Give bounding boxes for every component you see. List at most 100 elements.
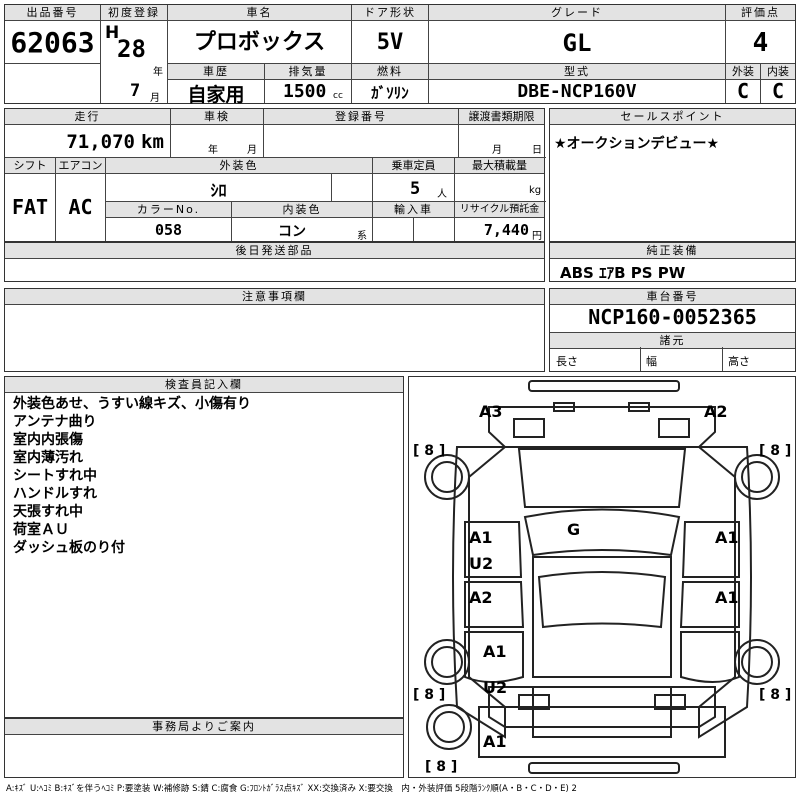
- inspector-note: ダッシュ板のり付: [13, 540, 125, 556]
- capacity: 5: [410, 179, 421, 199]
- color-number: 058: [154, 221, 183, 239]
- door-label: ドア形状: [352, 5, 428, 21]
- history-label: 車歴: [168, 63, 264, 80]
- interior-label: 内装: [761, 63, 795, 80]
- reg-no-label: 登録番号: [264, 109, 458, 125]
- tire-depth: [ 8 ]: [759, 443, 791, 459]
- exterior-grade: C: [736, 79, 750, 103]
- office-block: 事務局よりご案内: [4, 718, 404, 778]
- load-unit: kg: [529, 185, 542, 196]
- displacement-label: 排気量: [265, 63, 351, 80]
- fuel-label: 燃料: [352, 63, 428, 80]
- damage-mark: A1: [483, 642, 507, 661]
- inspector-note: 室内薄汚れ: [13, 450, 83, 466]
- caution-label: 注意事項欄: [5, 289, 544, 305]
- caution-block: 注意事項欄: [4, 288, 545, 372]
- fuel: ｶﾞｿﾘﾝ: [371, 84, 409, 102]
- later-parts-block: 後日発送部品: [4, 242, 545, 282]
- chassis-label: 車台番号: [550, 289, 795, 305]
- inspection-label: 車検: [171, 109, 263, 125]
- damage-mark: A1: [715, 588, 739, 607]
- inspector-note: 室内内張傷: [13, 432, 83, 448]
- mileage-unit: km: [141, 131, 164, 153]
- inspection-year-unit: 年: [208, 145, 218, 156]
- recycle-fee: 7,440: [483, 221, 529, 239]
- header-block: 出品番号 62063 初度登録 H 28 年 7 月 車名 プロボックス 車歴 …: [4, 4, 796, 106]
- equipment-label: 純正装備: [550, 243, 795, 259]
- load-label: 最大積載量: [455, 158, 544, 174]
- chassis-number: NCP160-0052365: [588, 305, 757, 329]
- width-label: 幅: [646, 355, 657, 368]
- car-name-label: 車名: [168, 5, 351, 21]
- capacity-label: 乗車定員: [373, 158, 454, 174]
- capacity-unit: 人: [437, 189, 447, 200]
- dims-label: 諸元: [550, 332, 795, 349]
- displacement: 1500: [283, 81, 327, 102]
- damage-mark: G: [567, 520, 580, 539]
- displacement-unit: cc: [333, 91, 343, 101]
- equipment-block: 純正装備 ABS ｴｱB PS PW: [549, 242, 796, 282]
- length-label: 長さ: [556, 355, 578, 368]
- later-parts-label: 後日発送部品: [5, 243, 544, 259]
- chassis-block: 車台番号 NCP160-0052365 諸元 長さ 幅 高さ: [549, 288, 796, 372]
- year-unit: 年: [153, 67, 163, 78]
- tire-depth: [ 8 ]: [413, 687, 445, 703]
- model-label: 型式: [429, 63, 725, 80]
- first-reg-month: 7: [130, 81, 141, 101]
- damage-mark: U2: [483, 678, 507, 697]
- interior-grade: C: [771, 79, 785, 103]
- inspector-label: 検査員記入欄: [5, 377, 403, 393]
- damage-mark: A1: [483, 732, 507, 751]
- color-label: 外装色: [106, 158, 372, 174]
- first-reg-label: 初度登録: [101, 5, 167, 21]
- car-diagram-svg: A3 A2 G A1 U2 A1 A2 A1 A1 U2 A1 [ 8 ] [ …: [413, 380, 791, 775]
- inspector-note: 天張すれ中: [13, 504, 83, 520]
- tire-depth: [ 8 ]: [425, 759, 457, 775]
- inspector-note: 荷室ＡＵ: [13, 522, 69, 538]
- air-conditioner: AC: [68, 195, 93, 219]
- ac-label: エアコン: [56, 158, 105, 174]
- lot-label: 出品番号: [5, 5, 100, 21]
- inspector-block: 検査員記入欄 外装色あせ、うすい線キズ、小傷有り アンテナ曲り 室内内張傷 室内…: [4, 376, 404, 718]
- transfer-label: 譲渡書類期限: [459, 109, 544, 125]
- model-code: DBE-NCP160V: [517, 81, 637, 102]
- damage-mark: A2: [469, 588, 493, 607]
- transfer-day-unit: 日: [532, 145, 542, 156]
- import-label: 輸入車: [373, 202, 454, 218]
- office-label: 事務局よりご案内: [5, 719, 403, 735]
- car-name: プロボックス: [193, 30, 326, 55]
- shift-label: シフト: [5, 158, 55, 174]
- damage-mark: A2: [704, 402, 728, 421]
- inspection-month-unit: 月: [247, 145, 257, 156]
- sales-point-block: セールスポイント ★オークションデビュー★: [549, 108, 796, 242]
- score: 4: [752, 28, 769, 58]
- inspector-note: アンテナ曲り: [13, 414, 97, 430]
- exterior-color: ｼﾛ: [210, 181, 227, 200]
- inspector-note: シートすれ中: [13, 468, 97, 484]
- month-unit: 月: [150, 93, 160, 104]
- door-type: 5V: [376, 30, 404, 55]
- score-label: 評価点: [726, 5, 795, 21]
- height-label: 高さ: [728, 355, 750, 368]
- equipment-text: ABS ｴｱB PS PW: [560, 264, 686, 282]
- damage-mark: U2: [469, 554, 493, 573]
- mileage: 71,070: [66, 131, 135, 153]
- tire-depth: [ 8 ]: [759, 687, 791, 703]
- history: 自家用: [187, 84, 245, 106]
- damage-mark: A1: [715, 528, 739, 547]
- tire-depth: [ 8 ]: [413, 443, 445, 459]
- interior-color: コン: [278, 224, 306, 240]
- legend-text: A:ｷｽﾞ U:ﾍｺﾐ B:ｷｽﾞを伴うﾍｺﾐ P:要塗装 W:補修跡 S:錆 …: [6, 784, 577, 794]
- transfer-month-unit: 月: [492, 145, 502, 156]
- era: H: [105, 23, 120, 43]
- details-block: 走行 71,070 km 車検 年 月 登録番号 譲渡書類期限 月 日 シフト …: [4, 108, 546, 242]
- mileage-label: 走行: [5, 109, 170, 125]
- sales-point-label: セールスポイント: [550, 109, 795, 125]
- color-no-label: カラーNo.: [106, 202, 231, 218]
- car-diagram: A3 A2 G A1 U2 A1 A2 A1 A1 U2 A1 [ 8 ] [ …: [408, 376, 796, 778]
- inspector-note: 外装色あせ、うすい線キズ、小傷有り: [13, 396, 251, 412]
- first-reg-year: 28: [117, 35, 146, 63]
- exterior-label: 外装: [726, 63, 760, 80]
- recycle-label: リサイクル預託金: [455, 202, 544, 218]
- int-color-label: 内装色: [232, 202, 372, 218]
